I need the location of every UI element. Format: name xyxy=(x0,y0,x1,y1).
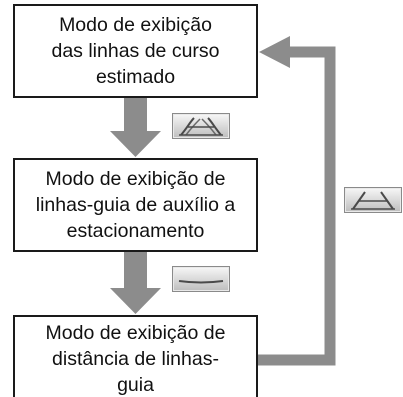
distance-guide-line-button[interactable] xyxy=(172,266,230,292)
parking-assist-guide-lines-button[interactable] xyxy=(344,187,402,213)
return-arrow-3-to-1 xyxy=(258,36,336,366)
flow-arrow-1-to-2 xyxy=(110,98,161,157)
mode-box-label-line: Modo de exibição xyxy=(59,14,212,36)
mode-box-parking-assist-guide-lines: Modo de exibição de linhas-guia de auxíl… xyxy=(13,158,258,252)
mode-box-distance-guide-lines: Modo de exibição de distância de linhas-… xyxy=(13,315,258,397)
estimated-course-lines-button[interactable] xyxy=(172,113,230,139)
mode-box-label-line: linhas-guia de auxílio a xyxy=(35,194,236,216)
parking-assist-guide-lines-icon xyxy=(351,191,395,210)
mode-box-estimated-course-lines: Modo de exibição das linhas de curso est… xyxy=(13,4,258,98)
mode-box-label-line: estacionamento xyxy=(66,220,205,242)
mode-box-label-line: das linhas de curso xyxy=(51,40,220,62)
flow-arrow-2-to-3 xyxy=(110,252,161,314)
estimated-course-lines-icon xyxy=(179,117,223,136)
distance-guide-line-icon xyxy=(178,280,224,284)
mode-box-label-line: Modo de exibição de xyxy=(45,168,226,190)
mode-box-label-line: guia xyxy=(117,374,154,396)
mode-box-label-line: estimado xyxy=(95,66,176,88)
mode-box-label-line: distância de linhas- xyxy=(52,348,219,370)
mode-box-label-line: Modo de exibição de xyxy=(45,322,226,344)
